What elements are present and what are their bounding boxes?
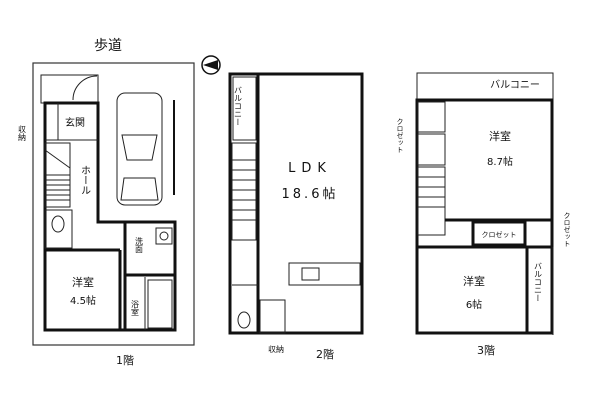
car-icon	[116, 92, 163, 206]
floor-3-walls	[415, 98, 554, 335]
floor-1-plan: 収納 玄関 ホール 洗面 浴室 洋室 4.5帖 1階	[18, 62, 195, 367]
bathroom-label: 浴室	[131, 299, 140, 316]
stairs-3f	[417, 166, 446, 236]
street-label: 歩道	[94, 38, 122, 54]
bathtub-icon	[147, 279, 173, 329]
bedroom-1f-size: 4.5帖	[70, 294, 96, 307]
entrance-label: 玄関	[65, 116, 85, 129]
floor-2-walls	[228, 72, 364, 335]
bedroom-1f-label: 洋室	[72, 275, 94, 289]
balcony-3f-right-label: バルコニー	[534, 262, 543, 302]
floor-2-plan: バルコニー LDK 18.6帖 収納 2階	[228, 72, 364, 361]
stair-steps	[44, 149, 71, 201]
kitchen-sink-icon	[301, 267, 320, 281]
closet-left-label: クロゼット	[396, 118, 404, 153]
floor-1-walls	[43, 101, 177, 332]
balcony-2f-label: バルコニー	[234, 86, 243, 126]
floor-3-plan: クロゼット バルコニー クロゼット 洋室 8.7帖 クロゼット 洋室 6帖 バル…	[396, 72, 571, 357]
toilet-icon	[51, 215, 65, 233]
north-compass-icon	[201, 55, 221, 75]
closet-mid	[471, 220, 527, 247]
washroom-label: 洗面	[135, 236, 144, 254]
storage-label: 収納	[18, 124, 27, 142]
toilet-icon	[237, 311, 251, 329]
kitchen-counter	[288, 262, 361, 286]
closet-left-b	[417, 133, 446, 166]
entry-door-icon	[72, 75, 98, 101]
bedroom-3f-b-size: 6帖	[466, 298, 482, 311]
balcony-2f	[232, 76, 257, 141]
closet-mid-label: クロゼット	[482, 230, 517, 239]
floor-1-label: 1階	[116, 353, 134, 367]
site-boundary	[32, 62, 195, 346]
storage-2f-label: 収納	[268, 344, 284, 354]
ldk-size: 18.6帖	[282, 187, 339, 202]
storage-2f	[259, 299, 286, 334]
entry-porch	[40, 74, 99, 104]
closet-right-label: クロゼット	[563, 212, 571, 247]
balcony-3f-top-label: バルコニー	[490, 79, 540, 91]
ldk-label: LDK	[288, 161, 332, 176]
hall-label: ホール	[79, 165, 91, 195]
bedroom-3f-a-size: 8.7帖	[487, 155, 513, 168]
floor-3-label: 3階	[477, 343, 495, 357]
closet-left-a	[417, 101, 446, 133]
toilet-room	[44, 209, 73, 249]
floor-2-label: 2階	[316, 347, 334, 361]
bedroom-3f-a-label: 洋室	[489, 129, 511, 143]
bedroom-3f-b-label: 洋室	[463, 274, 485, 288]
stairs-2f	[231, 142, 257, 241]
sink-icon	[155, 227, 173, 245]
